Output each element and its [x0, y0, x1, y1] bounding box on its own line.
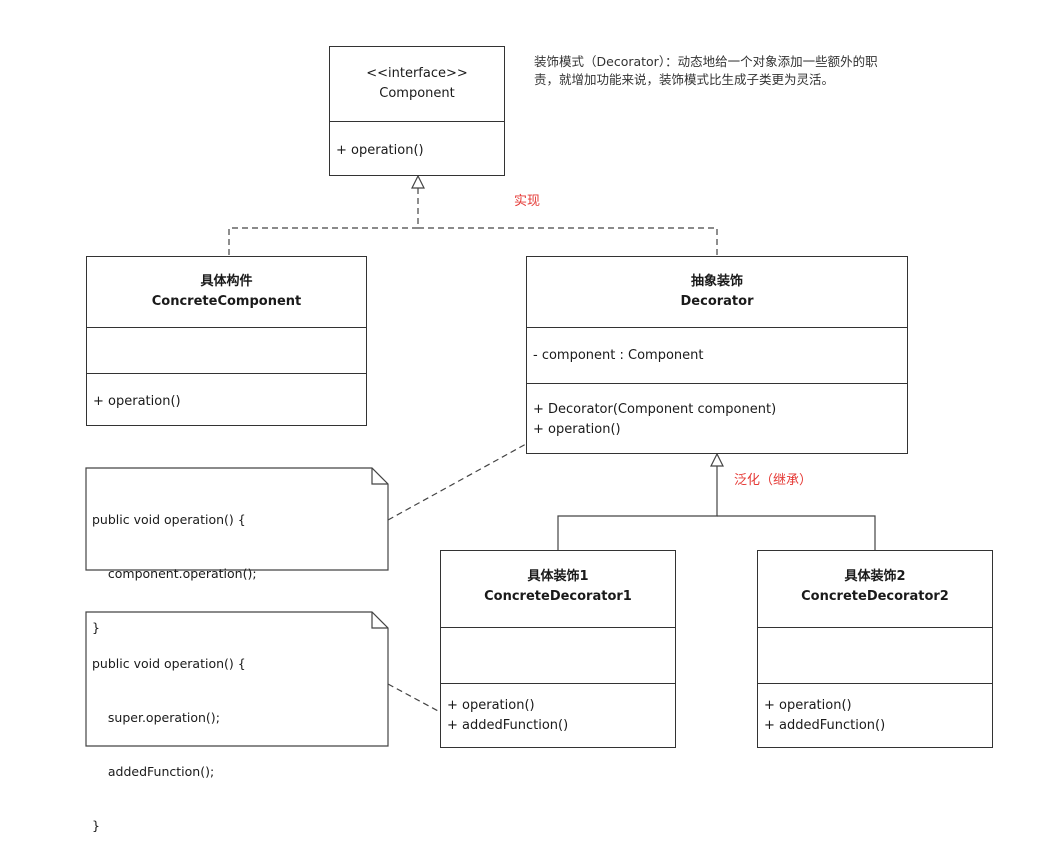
decorator2-name: ConcreteDecorator2 — [801, 589, 949, 604]
note1-line-3: } — [92, 620, 100, 635]
note1-line-2: component.operation(); — [92, 566, 257, 581]
decorator1-operation: + operation() — [447, 698, 535, 713]
description-line-1: 装饰模式（Decorator）：动态地给一个对象添加一些额外的职 — [534, 54, 878, 69]
note1-shape — [85, 467, 389, 571]
realization-label: 实现 — [514, 194, 541, 209]
component-stereotype: <<interface>> — [366, 66, 468, 81]
description-line-2: 责，就增加功能来说，装饰模式比生成子类更为灵活。 — [534, 72, 835, 87]
note2-fold — [371, 612, 388, 629]
note1-fold — [371, 468, 388, 485]
note2-line-1: public void operation() { — [92, 656, 246, 671]
note2-shape — [85, 611, 389, 747]
note1-text: public void operation() { component.oper… — [92, 475, 257, 655]
note1-line-1: public void operation() { — [92, 512, 246, 527]
decorator-operation: + operation() — [533, 422, 621, 437]
note1-connector — [387, 443, 527, 521]
component-name: Component — [379, 86, 455, 101]
decorator1-cn-name: 具体装饰1 — [527, 569, 589, 584]
concrete-component-cn-name: 具体构件 — [200, 274, 253, 289]
decorator2-attributes — [758, 627, 992, 683]
decorator-constructor: + Decorator(Component component) — [533, 402, 777, 417]
note2-line-3: addedFunction(); — [92, 764, 215, 779]
generalization-label: 泛化（继承） — [734, 473, 813, 488]
concrete-component-name: ConcreteComponent — [151, 294, 302, 309]
generalization-line-2 — [717, 515, 876, 550]
decorator1-attributes — [441, 627, 675, 683]
concrete-component-operation: + operation() — [93, 394, 181, 409]
decorator1-added-function: + addedFunction() — [447, 718, 569, 733]
generalization-line — [557, 466, 718, 550]
component-interface-box: <<interface>> Component + operation() — [329, 46, 505, 176]
note2-connector — [387, 683, 441, 713]
generalization-arrowhead — [710, 452, 724, 467]
decorator2-added-function: + addedFunction() — [764, 718, 886, 733]
decorator-attribute: - component : Component — [533, 348, 704, 363]
realization-arrowhead — [411, 174, 425, 189]
realization-line-decorator — [418, 227, 718, 256]
note2-line-4: } — [92, 818, 100, 833]
decorator-box: 抽象装饰 Decorator - component : Component +… — [526, 256, 908, 454]
decorator2-operation: + operation() — [764, 698, 852, 713]
concrete-decorator1-box: 具体装饰1 ConcreteDecorator1 + operation() +… — [440, 550, 676, 748]
component-operation: + operation() — [336, 143, 424, 158]
concrete-component-attributes — [87, 327, 366, 373]
realization-line — [228, 188, 419, 256]
decorator1-name: ConcreteDecorator1 — [484, 589, 632, 604]
pattern-description: 装饰模式（Decorator）：动态地给一个对象添加一些额外的职 责，就增加功能… — [534, 53, 954, 89]
decorator-name: Decorator — [680, 294, 754, 309]
note2-text: public void operation() { super.operatio… — [92, 619, 246, 853]
note2-line-2: super.operation(); — [92, 710, 220, 725]
decorator-cn-name: 抽象装饰 — [690, 274, 743, 289]
concrete-decorator2-box: 具体装饰2 ConcreteDecorator2 + operation() +… — [757, 550, 993, 748]
connector-lines — [85, 174, 876, 747]
concrete-component-box: 具体构件 ConcreteComponent + operation() — [86, 256, 367, 426]
decorator2-cn-name: 具体装饰2 — [844, 569, 906, 584]
